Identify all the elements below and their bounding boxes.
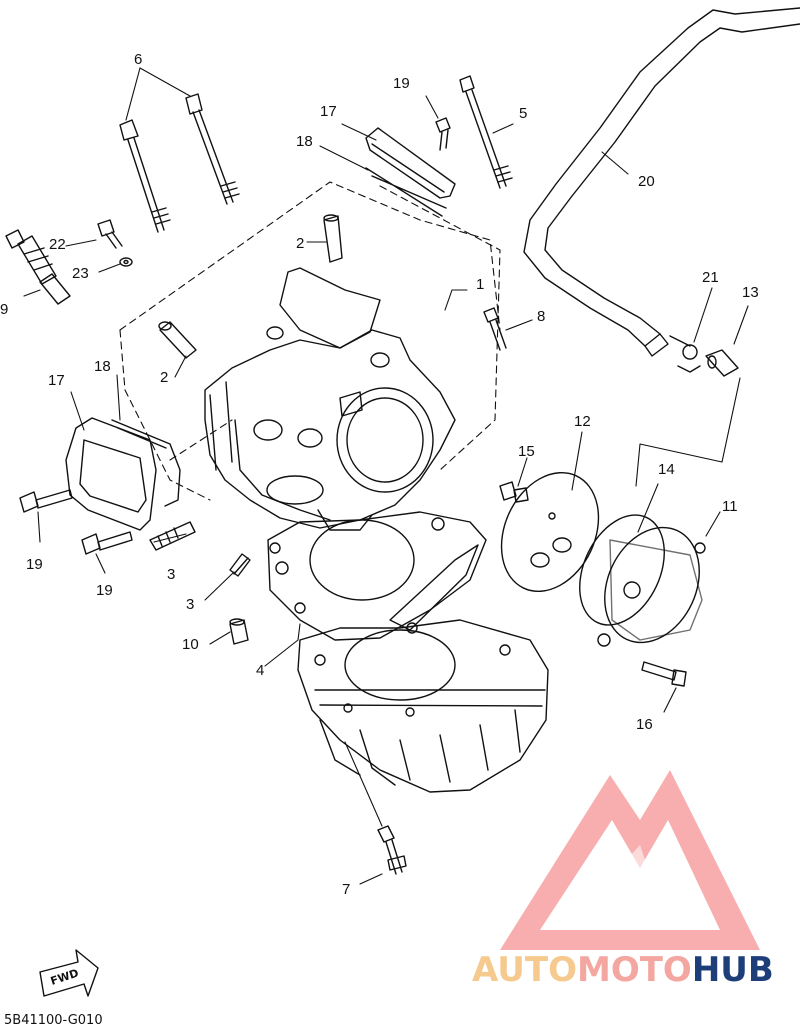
callout-18b: 18 <box>94 358 111 375</box>
head-gasket <box>267 511 487 641</box>
callout-9: 9 <box>0 301 9 318</box>
o-ring-14 <box>579 514 665 626</box>
stud-bolt-3b <box>229 553 251 577</box>
callout-3b: 3 <box>186 596 195 613</box>
callout-10: 10 <box>182 636 199 653</box>
callout-15: 15 <box>518 443 535 460</box>
plate-12 <box>500 471 600 593</box>
callout-13: 13 <box>742 284 759 301</box>
callout-17b: 17 <box>48 372 65 389</box>
callout-4: 4 <box>256 662 265 679</box>
callout-2a: 2 <box>296 235 305 252</box>
fwd-label: FWD <box>49 967 80 988</box>
callout-19c: 19 <box>96 582 113 599</box>
callout-7: 7 <box>342 881 351 898</box>
bolt-19-top <box>435 117 451 151</box>
breather-hose <box>523 7 800 357</box>
dowel-pin-2b <box>158 321 197 359</box>
watermark-text: AUTOMOTOHUB <box>472 950 774 990</box>
cylinder-body <box>297 619 549 793</box>
callout-11: 11 <box>722 498 738 515</box>
stud-bolt-5 <box>459 75 513 189</box>
callout-21: 21 <box>702 269 719 286</box>
stud-bolt-6b <box>185 93 240 205</box>
callout-18a: 18 <box>296 133 313 150</box>
callout-17a: 17 <box>320 103 337 120</box>
callout-20: 20 <box>638 173 655 190</box>
bolt-19-left-a <box>19 489 73 513</box>
bolt-16 <box>641 661 687 687</box>
gasket-18-top <box>365 167 447 217</box>
bolt-7 <box>377 825 407 875</box>
dowel-pin-2a <box>323 214 343 263</box>
clip-21 <box>677 344 701 373</box>
callout-6: 6 <box>134 51 143 68</box>
callout-19b: 19 <box>26 556 43 573</box>
dashed-assembly-lines <box>119 181 501 501</box>
callout-8: 8 <box>537 308 546 325</box>
washer-23 <box>119 257 133 267</box>
stud-bolt-6a <box>119 119 171 233</box>
watermark-part3: HUB <box>691 950 774 990</box>
fwd-arrow-icon <box>39 949 99 997</box>
spark-plug <box>5 229 71 305</box>
callout-22: 22 <box>49 236 66 253</box>
leader-lines <box>23 67 749 885</box>
callout-19a: 19 <box>393 75 410 92</box>
fitting-13 <box>705 349 739 377</box>
cover-17-left <box>65 417 157 531</box>
callout-14: 14 <box>658 461 675 478</box>
watermark-logo-icon <box>500 770 760 950</box>
stud-bolt-3a <box>149 521 196 551</box>
watermark-part2: MOTO <box>576 950 692 990</box>
callout-2b: 2 <box>160 369 169 386</box>
cylinder-head <box>204 267 456 531</box>
watermark-part1: AUTO <box>472 950 577 990</box>
bolt-19-left-b <box>81 531 133 555</box>
callout-16: 16 <box>636 716 653 733</box>
bolt-22 <box>97 219 123 249</box>
callout-1: 1 <box>476 276 485 293</box>
dowel-pin-10 <box>229 618 249 645</box>
callout-5: 5 <box>519 105 528 122</box>
gasket-18-left <box>111 419 181 507</box>
bolt-8 <box>483 307 507 351</box>
diagram-code: 5B41100-G010 <box>4 1013 103 1028</box>
callout-3a: 3 <box>167 566 176 583</box>
cover-11 <box>597 526 706 647</box>
callout-12: 12 <box>574 413 591 430</box>
callout-23: 23 <box>72 265 89 282</box>
cover-17-top <box>365 127 456 199</box>
bolt-15 <box>499 481 529 503</box>
